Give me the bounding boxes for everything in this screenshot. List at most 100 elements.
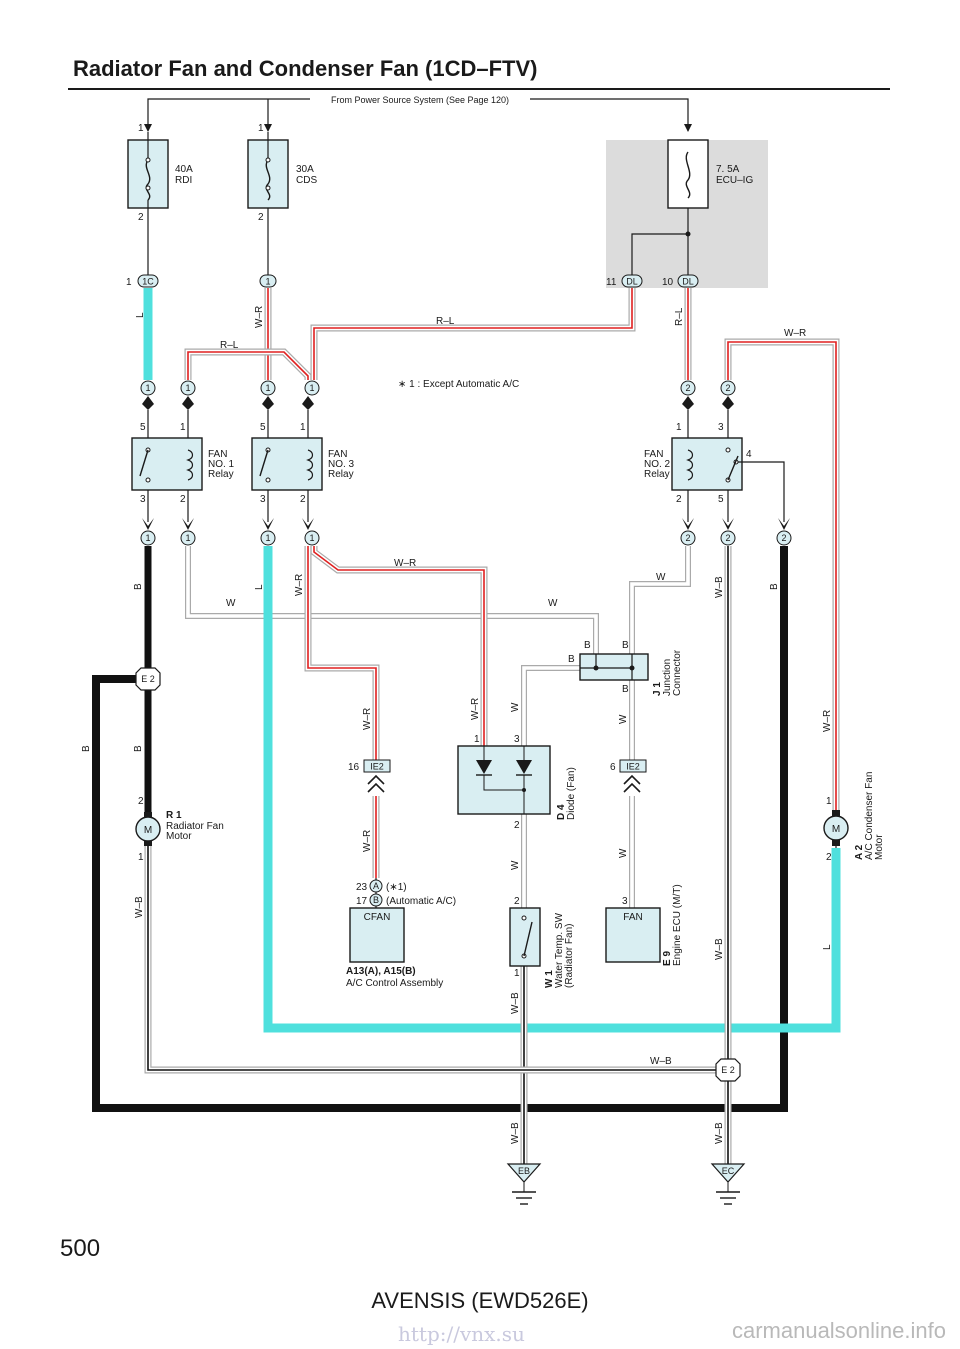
wire-w-relay1 [185, 546, 599, 654]
wire-label: W [510, 860, 521, 870]
wire-label: B [769, 583, 780, 590]
wire-w-diode [521, 665, 580, 746]
fuse-ecu-ig [667, 139, 709, 209]
water-temp-switch [509, 907, 541, 967]
pin-label: 16 [348, 762, 360, 773]
pin-label: 1 [138, 123, 144, 134]
radiator-fan-motor [135, 812, 161, 846]
connector-label: DL [626, 277, 638, 287]
connector-label: EB [518, 1166, 530, 1176]
relay-fan1-label: NO. 1 [208, 459, 235, 470]
wire-wr-diode [310, 546, 488, 746]
wire-label: L [822, 944, 833, 950]
pin-label: 1 [258, 123, 264, 134]
pin-label: 10 [662, 277, 674, 288]
connector-label: E 2 [721, 1065, 735, 1075]
relay-fan1 [131, 410, 203, 522]
wire-label: W–B [714, 576, 725, 598]
pin-label: 1 [126, 277, 132, 288]
fuse-rdi [127, 132, 169, 209]
pin-label: 1 [309, 383, 314, 393]
ground-point-e2-right [715, 1058, 741, 1082]
connector-note: (∗1) [386, 882, 407, 893]
w1-label: Water Temp. SW [554, 912, 565, 988]
pin-label: 2 [781, 533, 786, 543]
wire-rl-left [184, 348, 312, 380]
wire-label: B [133, 745, 144, 752]
connector-label: EC [722, 1166, 735, 1176]
connector-label: IE2 [370, 762, 384, 772]
pin-label: B [568, 654, 575, 665]
wire-label: W–R [294, 574, 305, 596]
wire-label: W–B [510, 992, 521, 1014]
ground-point-e2-left [135, 667, 161, 691]
watermark-left[interactable]: http://vnx.su [398, 1322, 525, 1346]
pin-label: 2 [514, 820, 520, 831]
wire-label: W–B [714, 1122, 725, 1144]
connector-note: (Automatic A/C) [386, 896, 456, 907]
pin-label: 1 [300, 422, 306, 433]
pin-label: 1 [185, 533, 190, 543]
relay-top-arrows [142, 396, 734, 410]
pin-label: 3 [718, 422, 724, 433]
wire-label: R–L [436, 316, 455, 327]
pin-label: 2 [685, 383, 690, 393]
wire-label: W–B [134, 896, 145, 918]
wire-label: B [133, 583, 144, 590]
wire-wr-a2 [724, 338, 840, 812]
wire-label: R–L [674, 307, 685, 326]
page-title: Radiator Fan and Condenser Fan (1CD–FTV) [73, 56, 538, 81]
relay-bottom-arrows [142, 518, 790, 530]
wire-label: W [510, 702, 521, 712]
d4-code: D 4 [556, 804, 567, 820]
motor-label: M [832, 824, 840, 835]
watermark-right[interactable]: carmanualsonline.info [731, 1318, 946, 1343]
wire-w-relay2 [629, 546, 691, 654]
footnote: ∗ 1 : Except Automatic A/C [398, 379, 519, 390]
ecu-ig-branch [631, 208, 689, 276]
wire-label: W–R [362, 708, 373, 730]
a13-label: A/C Control Assembly [346, 978, 443, 989]
r1-label: Radiator Fan [166, 821, 224, 832]
pin-label: 6 [610, 762, 616, 773]
connector-1c [137, 274, 159, 288]
pin-label: 3 [514, 734, 520, 745]
fuse-ecu-ig-rating: 7. 5A [716, 164, 740, 175]
wire-label: W [548, 598, 558, 609]
footer-model: AVENSIS (EWD526E) [371, 1288, 589, 1313]
wire-label: W–B [510, 1122, 521, 1144]
wire-label: B [81, 745, 92, 752]
pin-label: 2 [685, 533, 690, 543]
pin-label: 1 [826, 796, 832, 807]
pin-label: B [584, 640, 591, 651]
e9-label: Engine ECU (M/T) [672, 884, 683, 966]
wire-label: W [656, 572, 666, 583]
pin-label: 2 [514, 896, 520, 907]
wire-label: W [226, 598, 236, 609]
connector-a-b [369, 878, 383, 908]
motor-label: M [144, 825, 152, 836]
pin-label: 2 [826, 852, 832, 863]
relay-fan3 [251, 410, 323, 522]
d4-label: Diode (Fan) [566, 767, 577, 820]
pin-label: B [622, 640, 629, 651]
fuse-cds-name: CDS [296, 175, 317, 186]
fuse-cds [247, 132, 289, 209]
relay-fan3-label: NO. 3 [328, 459, 355, 470]
wire-label: L [135, 312, 146, 318]
relay-fan2 [671, 410, 785, 522]
pin-label: 1 [138, 852, 144, 863]
wire-label: W–B [650, 1056, 672, 1067]
pin-label: 1 [514, 968, 520, 979]
fuse-ecu-ig-name: ECU–IG [716, 175, 753, 186]
relay-bottom-connectors [140, 530, 792, 546]
pin-label: 1 [676, 422, 682, 433]
connector-dl-11 [621, 274, 643, 288]
connector-cds-1 [259, 274, 277, 288]
pin-label: 1 [145, 533, 150, 543]
pin-label: 2 [676, 494, 682, 505]
pin-label: 1 [180, 422, 186, 433]
relay-fan1-label: FAN [208, 449, 227, 460]
